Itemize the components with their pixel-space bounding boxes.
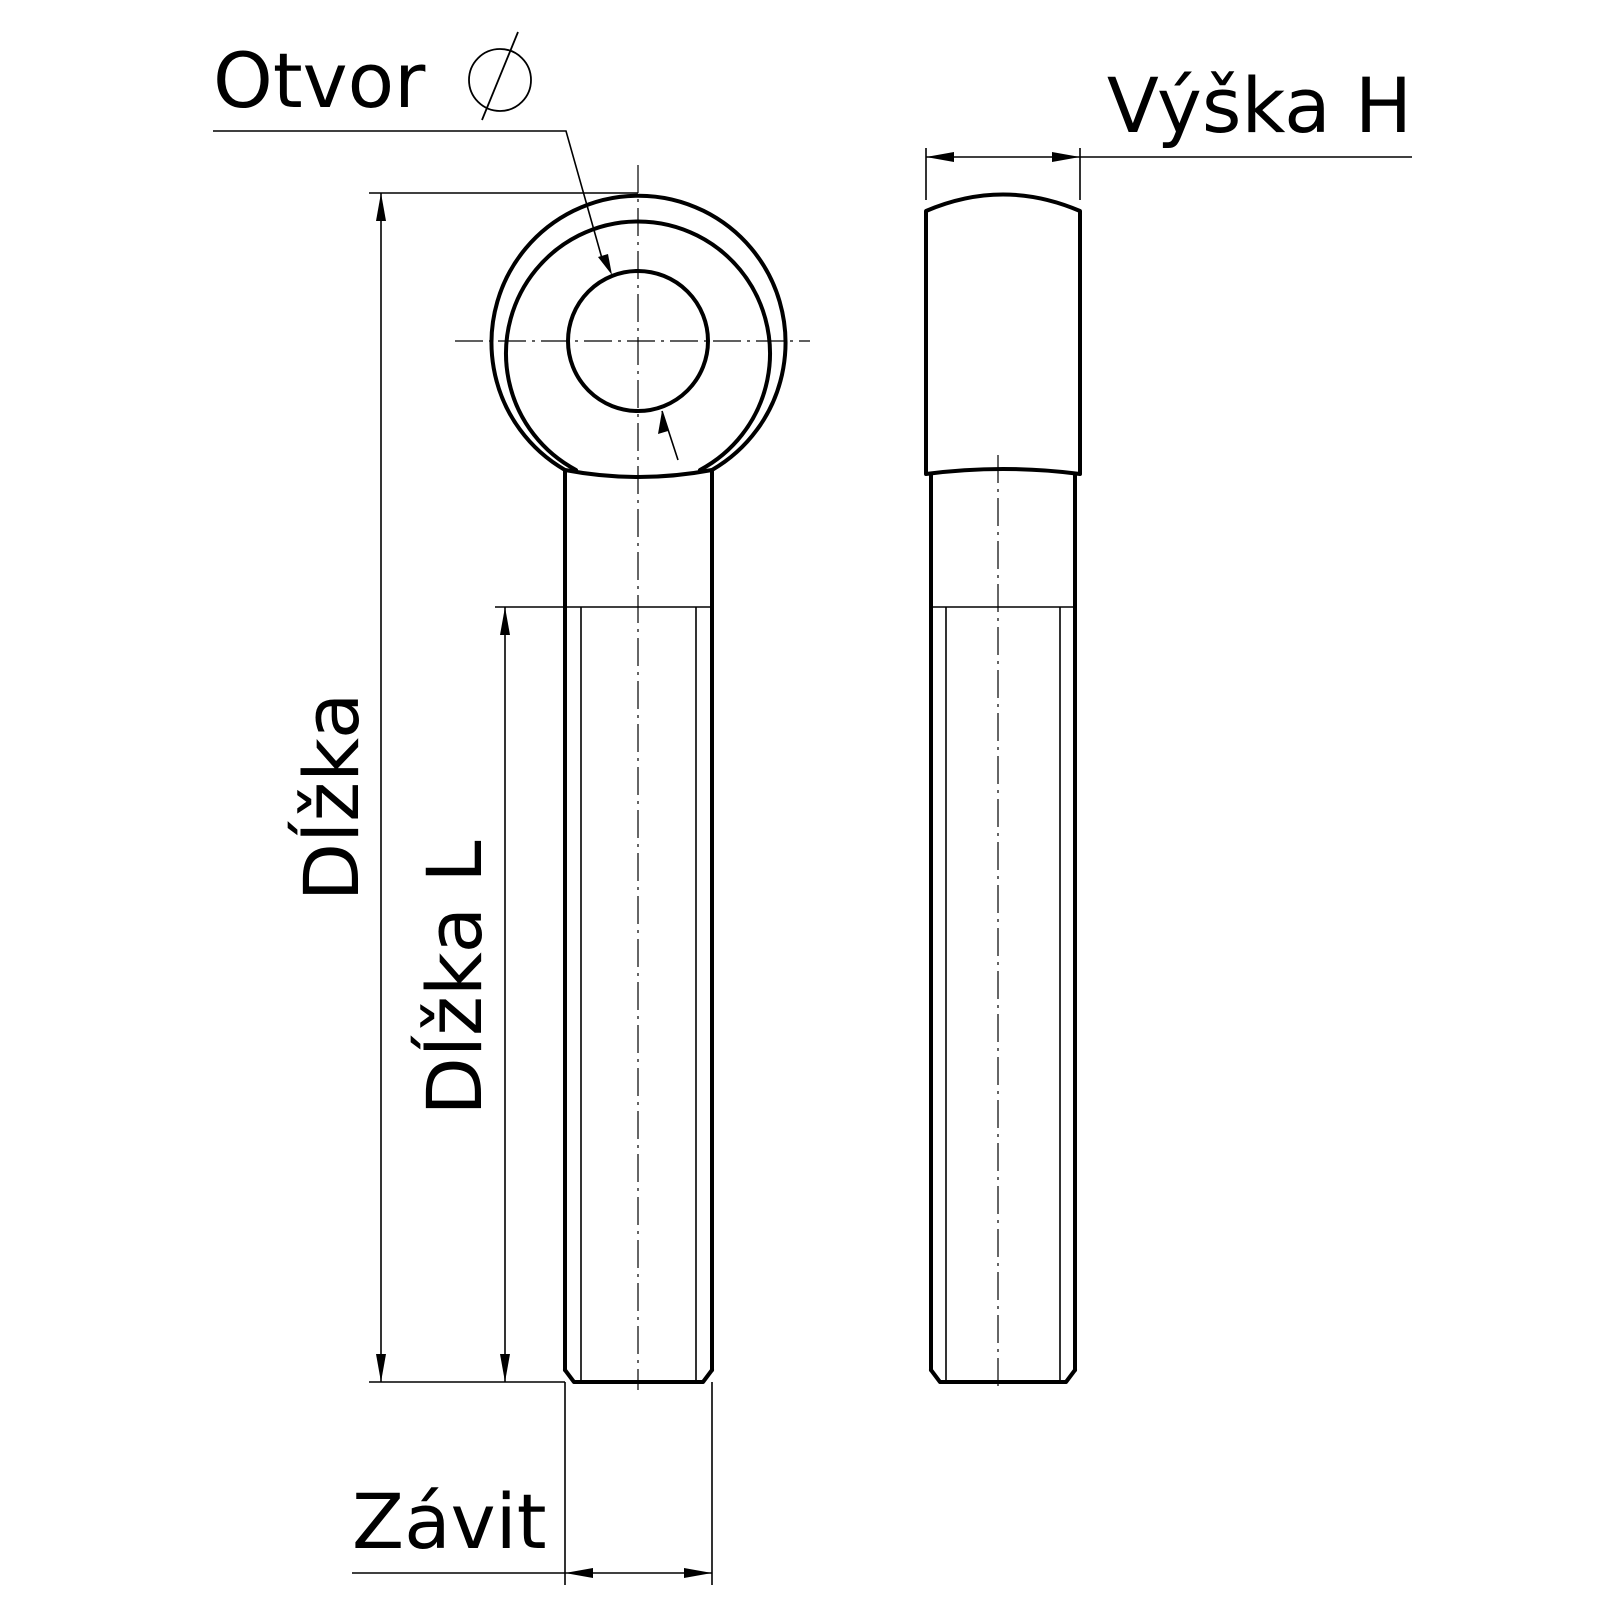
eye-hole <box>566 269 710 413</box>
hole-arrowhead-bottom <box>658 411 668 434</box>
hole-arrowhead-top <box>598 254 612 275</box>
hole-leader-lower <box>661 410 679 461</box>
height-arrowhead-right <box>1052 152 1080 162</box>
height-label: Výška H <box>1107 61 1412 150</box>
eye-inner-contour <box>504 219 772 472</box>
total-length-arrowhead-bottom <box>376 1354 386 1382</box>
side-head <box>924 192 1082 476</box>
eye-outer-contour <box>489 193 788 472</box>
thread-length-arrowhead-top <box>500 607 510 635</box>
thread-length-label: Dĺžka L <box>410 840 499 1115</box>
height-dimension: Výška H <box>925 61 1412 200</box>
thread-arrowhead-right <box>684 1568 712 1578</box>
total-length-label: Dĺžka <box>287 693 376 902</box>
thread-length-dimension: Dĺžka L <box>410 606 565 1382</box>
eye-neck-transition <box>563 468 714 479</box>
hole-dimension: Otvor <box>213 31 679 461</box>
front-view <box>455 165 810 1390</box>
hole-label: Otvor <box>213 36 426 125</box>
height-arrowhead-left <box>926 152 954 162</box>
thread-label: Závit <box>352 1477 547 1566</box>
diameter-symbol-icon <box>468 31 532 121</box>
side-view <box>924 192 1082 1392</box>
total-length-dimension: Dĺžka <box>287 192 638 1383</box>
total-length-arrowhead-top <box>376 193 386 221</box>
thread-arrowhead-left <box>565 1568 593 1578</box>
hole-leader-line <box>213 130 604 263</box>
side-shank-chamfered-end <box>929 1368 1077 1384</box>
thread-length-arrowhead-bottom <box>500 1354 510 1382</box>
shank-chamfered-end <box>563 1368 714 1384</box>
thread-dimension: Závit <box>352 1382 713 1585</box>
